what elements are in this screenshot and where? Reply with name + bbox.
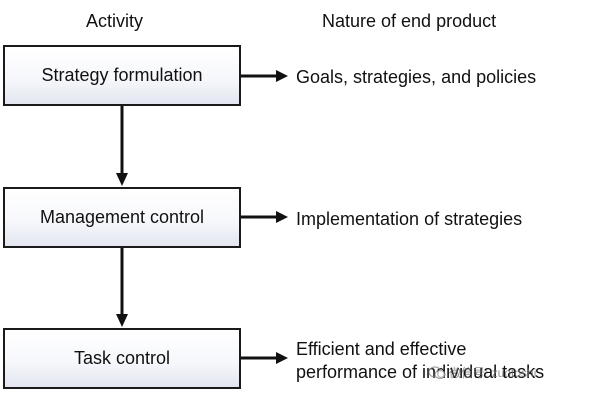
task-control-box: Task control [3, 328, 241, 389]
down-arrow-1 [116, 106, 128, 186]
right-arrow-1 [241, 70, 288, 82]
task-product-text: Efficient and effective performance of i… [296, 338, 544, 384]
task-control-label: Task control [73, 348, 171, 368]
task-product-line-2: performance of individual tasks [296, 362, 545, 382]
wechat-icon [428, 365, 446, 379]
right-arrow-3 [241, 352, 288, 364]
management-product-line-1: Implementation of strategies [296, 209, 523, 229]
strategy-formulation-label: Strategy formulation [41, 65, 203, 85]
activity-header: Activity [86, 11, 144, 31]
nature-header: Nature of end product [322, 11, 497, 31]
strategy-formulation-box: Strategy formulation [3, 45, 241, 106]
management-control-box: Management control [3, 187, 241, 248]
watermark: 微信号: zuotoshi [428, 364, 536, 381]
management-control-label: Management control [39, 207, 205, 227]
management-product-text: Implementation of strategies [296, 208, 522, 231]
strategy-product-line-1: Goals, strategies, and policies [296, 67, 537, 87]
watermark-text: 微信号: zuotoshi [449, 366, 537, 380]
strategy-product-text: Goals, strategies, and policies [296, 66, 536, 89]
right-arrow-2 [241, 211, 288, 223]
down-arrow-2 [116, 248, 128, 327]
task-product-line-1: Efficient and effective [296, 339, 467, 359]
